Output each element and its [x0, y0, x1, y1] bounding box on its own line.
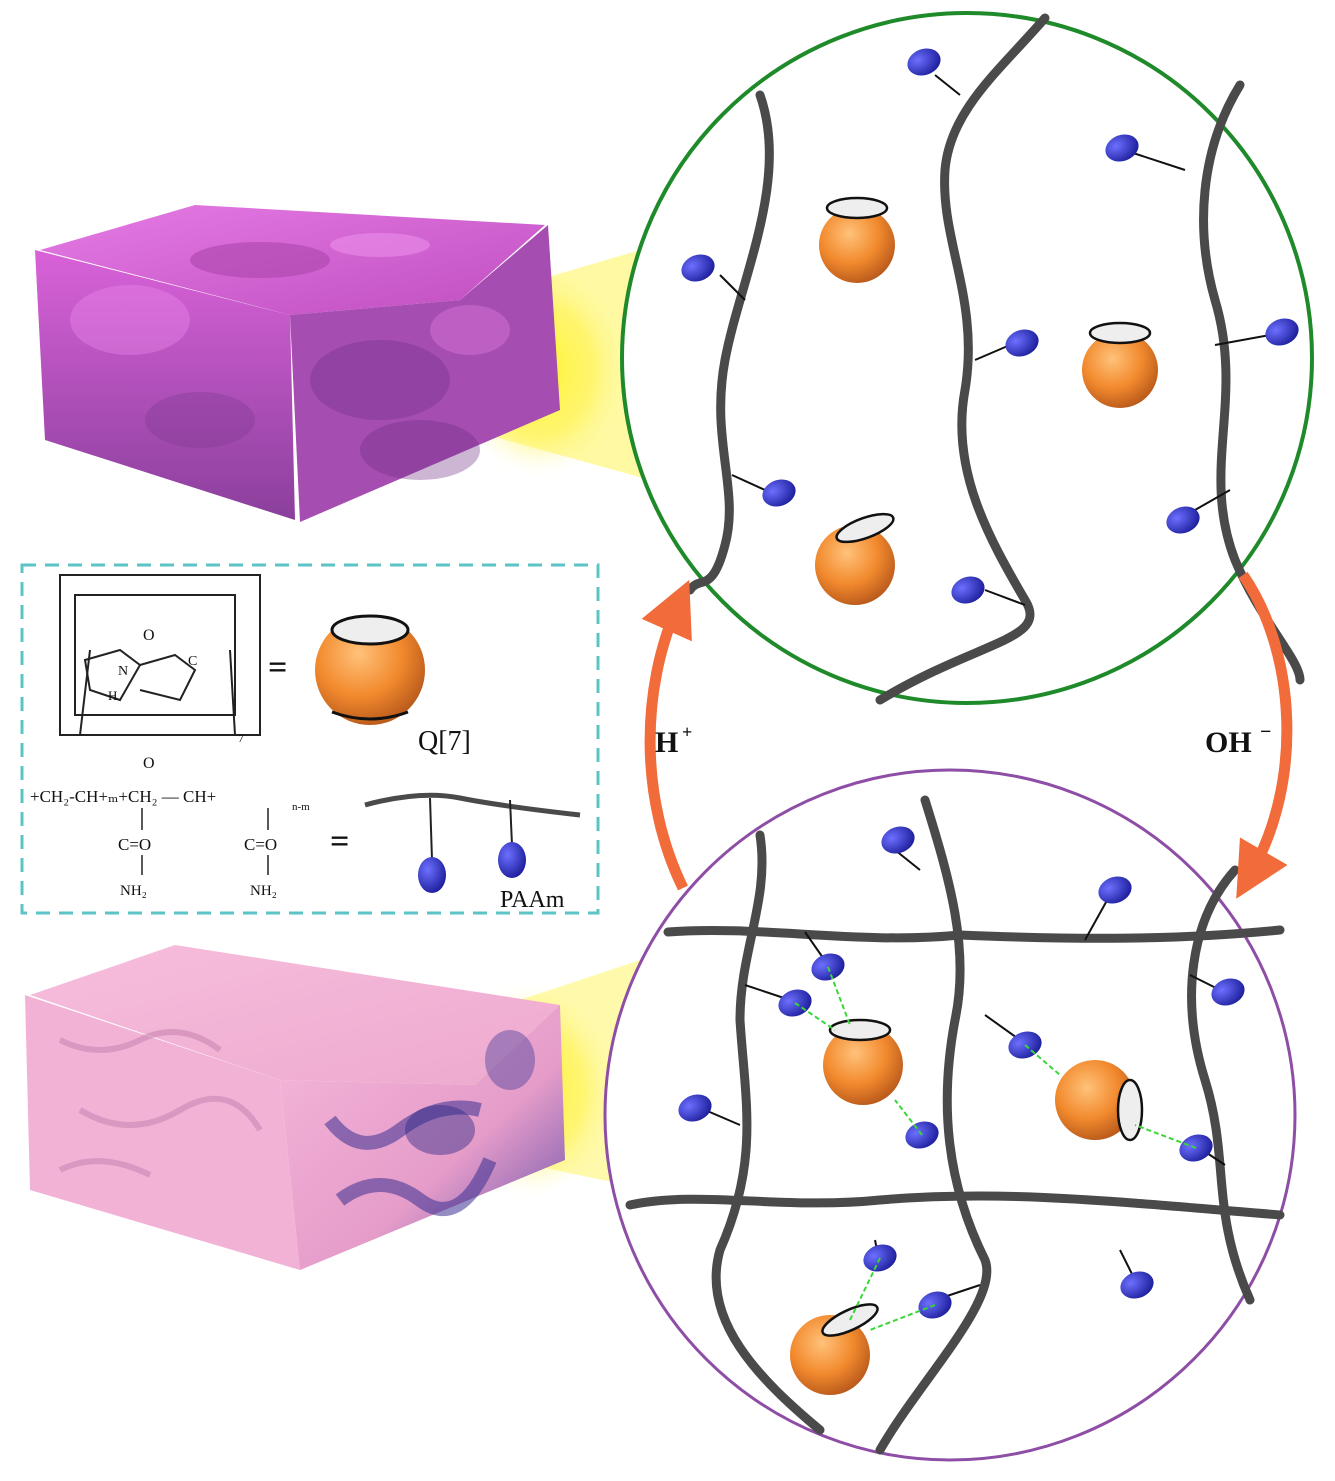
hydrogen-bonds [794, 966, 1197, 1331]
paam-equals: = [330, 823, 349, 860]
shrunken-network-circle [603, 768, 1297, 1462]
q7-bound-1 [823, 1018, 903, 1105]
q7-free-1 [819, 196, 895, 283]
base-arrow [1236, 571, 1293, 899]
swollen-hydrogel-block [35, 205, 560, 522]
q7-carbonyl-top: O [143, 627, 155, 644]
q7-legend-icon [315, 614, 425, 725]
q7-h-label: H [108, 688, 117, 703]
acid-label-sup: + [682, 722, 692, 742]
q7-repeat-index: 7 [238, 731, 244, 745]
shrunken-hydrogel-block [25, 945, 565, 1270]
acid-arrow [641, 579, 692, 891]
paam-chain-icon [364, 792, 581, 893]
paam-bonds [141, 808, 269, 875]
q7-free-3 [815, 512, 895, 605]
paam-nh2-left: NH₂ [120, 883, 147, 899]
q7-carbonyl-bottom: O [143, 755, 155, 772]
swollen-network-circle [620, 11, 1314, 705]
legend-box: O O N H C 7 = Q[7] +CH₂-CH+ₘ+CH₂ — CH+ n… [20, 563, 600, 915]
paam-index: n-m [292, 801, 310, 813]
paam-nh2-right: NH₂ [250, 883, 277, 899]
q7-n-label: N [118, 664, 128, 679]
base-label-sup: − [1260, 721, 1271, 743]
base-label: OH [1205, 726, 1252, 759]
paam-label: PAAm [500, 887, 565, 913]
q7-free-2 [1082, 321, 1158, 408]
q7-structure [59, 574, 261, 736]
paam-amide-right: C=O [244, 835, 277, 854]
q7-label: Q[7] [418, 726, 471, 757]
q7-ch2-label: C [188, 654, 197, 669]
paam-main-formula: +CH₂-CH+ₘ+CH₂ — CH+ [30, 787, 216, 806]
q7-equals: = [268, 649, 287, 686]
acid-label: H [655, 726, 678, 759]
paam-amide-left: C=O [118, 835, 151, 854]
